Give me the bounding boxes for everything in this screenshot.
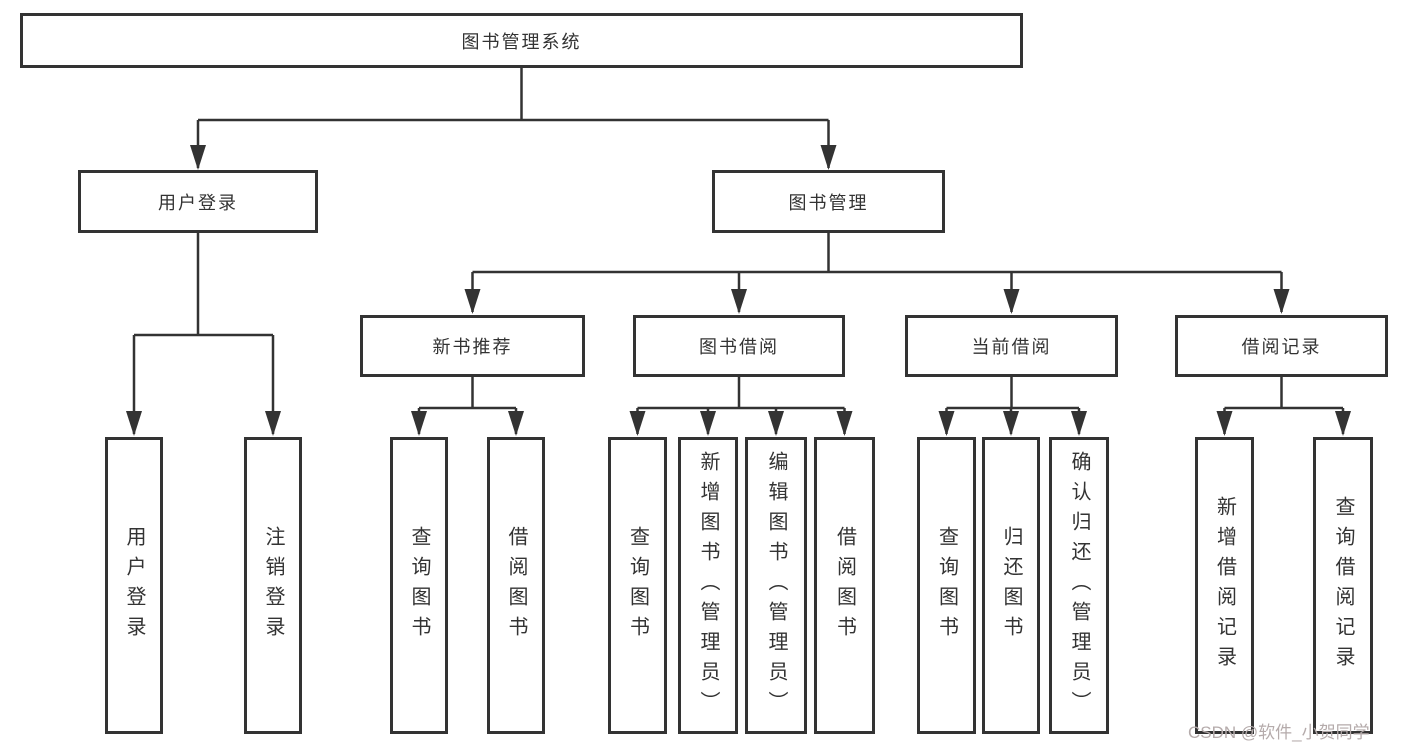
node-user-login: 用户登录 — [78, 170, 318, 233]
node-user-login-label: 用户登录 — [158, 192, 238, 213]
node-borrow-records-label: 借阅记录 — [1241, 337, 1322, 357]
leaf-logout-label: 注销登录 — [262, 525, 284, 646]
leaf-query-borrow-record: 查询借阅记录 — [1313, 437, 1373, 734]
leaf-edit-book-admin-label: 编辑图书（管理员） — [765, 450, 787, 721]
node-book-borrow-label: 图书借阅 — [699, 337, 779, 357]
node-system-root: 图书管理系统 — [20, 13, 1023, 68]
leaf-edit-book-admin: 编辑图书（管理员） — [745, 437, 807, 734]
leaf-return-books-label: 归还图书 — [1000, 525, 1022, 646]
leaf-newbook-query-books-label: 查询图书 — [408, 525, 430, 646]
node-new-book-recommend-label: 新书推荐 — [432, 337, 513, 357]
leaf-logout: 注销登录 — [244, 437, 302, 734]
leaf-add-borrow-record: 新增借阅记录 — [1195, 437, 1254, 734]
leaf-newbook-borrow-books: 借阅图书 — [487, 437, 545, 734]
leaf-borrow-books-label: 借阅图书 — [833, 525, 856, 646]
csdn-watermark: CSDN @软件_小贺同学 — [1188, 723, 1370, 742]
node-current-borrow-label: 当前借阅 — [971, 337, 1052, 357]
node-current-borrow: 当前借阅 — [905, 315, 1118, 377]
leaf-add-book-admin-label: 新增图书（管理员） — [697, 450, 719, 721]
node-book-management: 图书管理 — [712, 170, 945, 233]
leaf-borrow-query-books-label: 查询图书 — [626, 525, 649, 646]
leaf-return-books: 归还图书 — [982, 437, 1040, 734]
leaf-borrow-books: 借阅图书 — [814, 437, 875, 734]
leaf-add-book-admin: 新增图书（管理员） — [678, 437, 738, 734]
leaf-confirm-return-admin: 确认归还（管理员） — [1049, 437, 1109, 734]
leaf-user-login-label: 用户登录 — [123, 525, 145, 646]
leaf-newbook-borrow-books-label: 借阅图书 — [505, 525, 527, 646]
leaf-newbook-query-books: 查询图书 — [390, 437, 448, 734]
node-new-book-recommend: 新书推荐 — [360, 315, 585, 377]
leaf-confirm-return-admin-label: 确认归还（管理员） — [1068, 450, 1090, 721]
leaf-query-borrow-record-label: 查询借阅记录 — [1332, 495, 1354, 676]
node-borrow-records: 借阅记录 — [1175, 315, 1388, 377]
leaf-add-borrow-record-label: 新增借阅记录 — [1213, 495, 1236, 676]
leaf-current-query-books: 查询图书 — [917, 437, 976, 734]
leaf-user-login: 用户登录 — [105, 437, 163, 734]
node-system-root-label: 图书管理系统 — [461, 31, 582, 52]
node-book-borrow: 图书借阅 — [633, 315, 845, 377]
leaf-current-query-books-label: 查询图书 — [935, 525, 958, 646]
leaf-borrow-query-books: 查询图书 — [608, 437, 667, 734]
node-book-management-label: 图书管理 — [788, 192, 869, 213]
